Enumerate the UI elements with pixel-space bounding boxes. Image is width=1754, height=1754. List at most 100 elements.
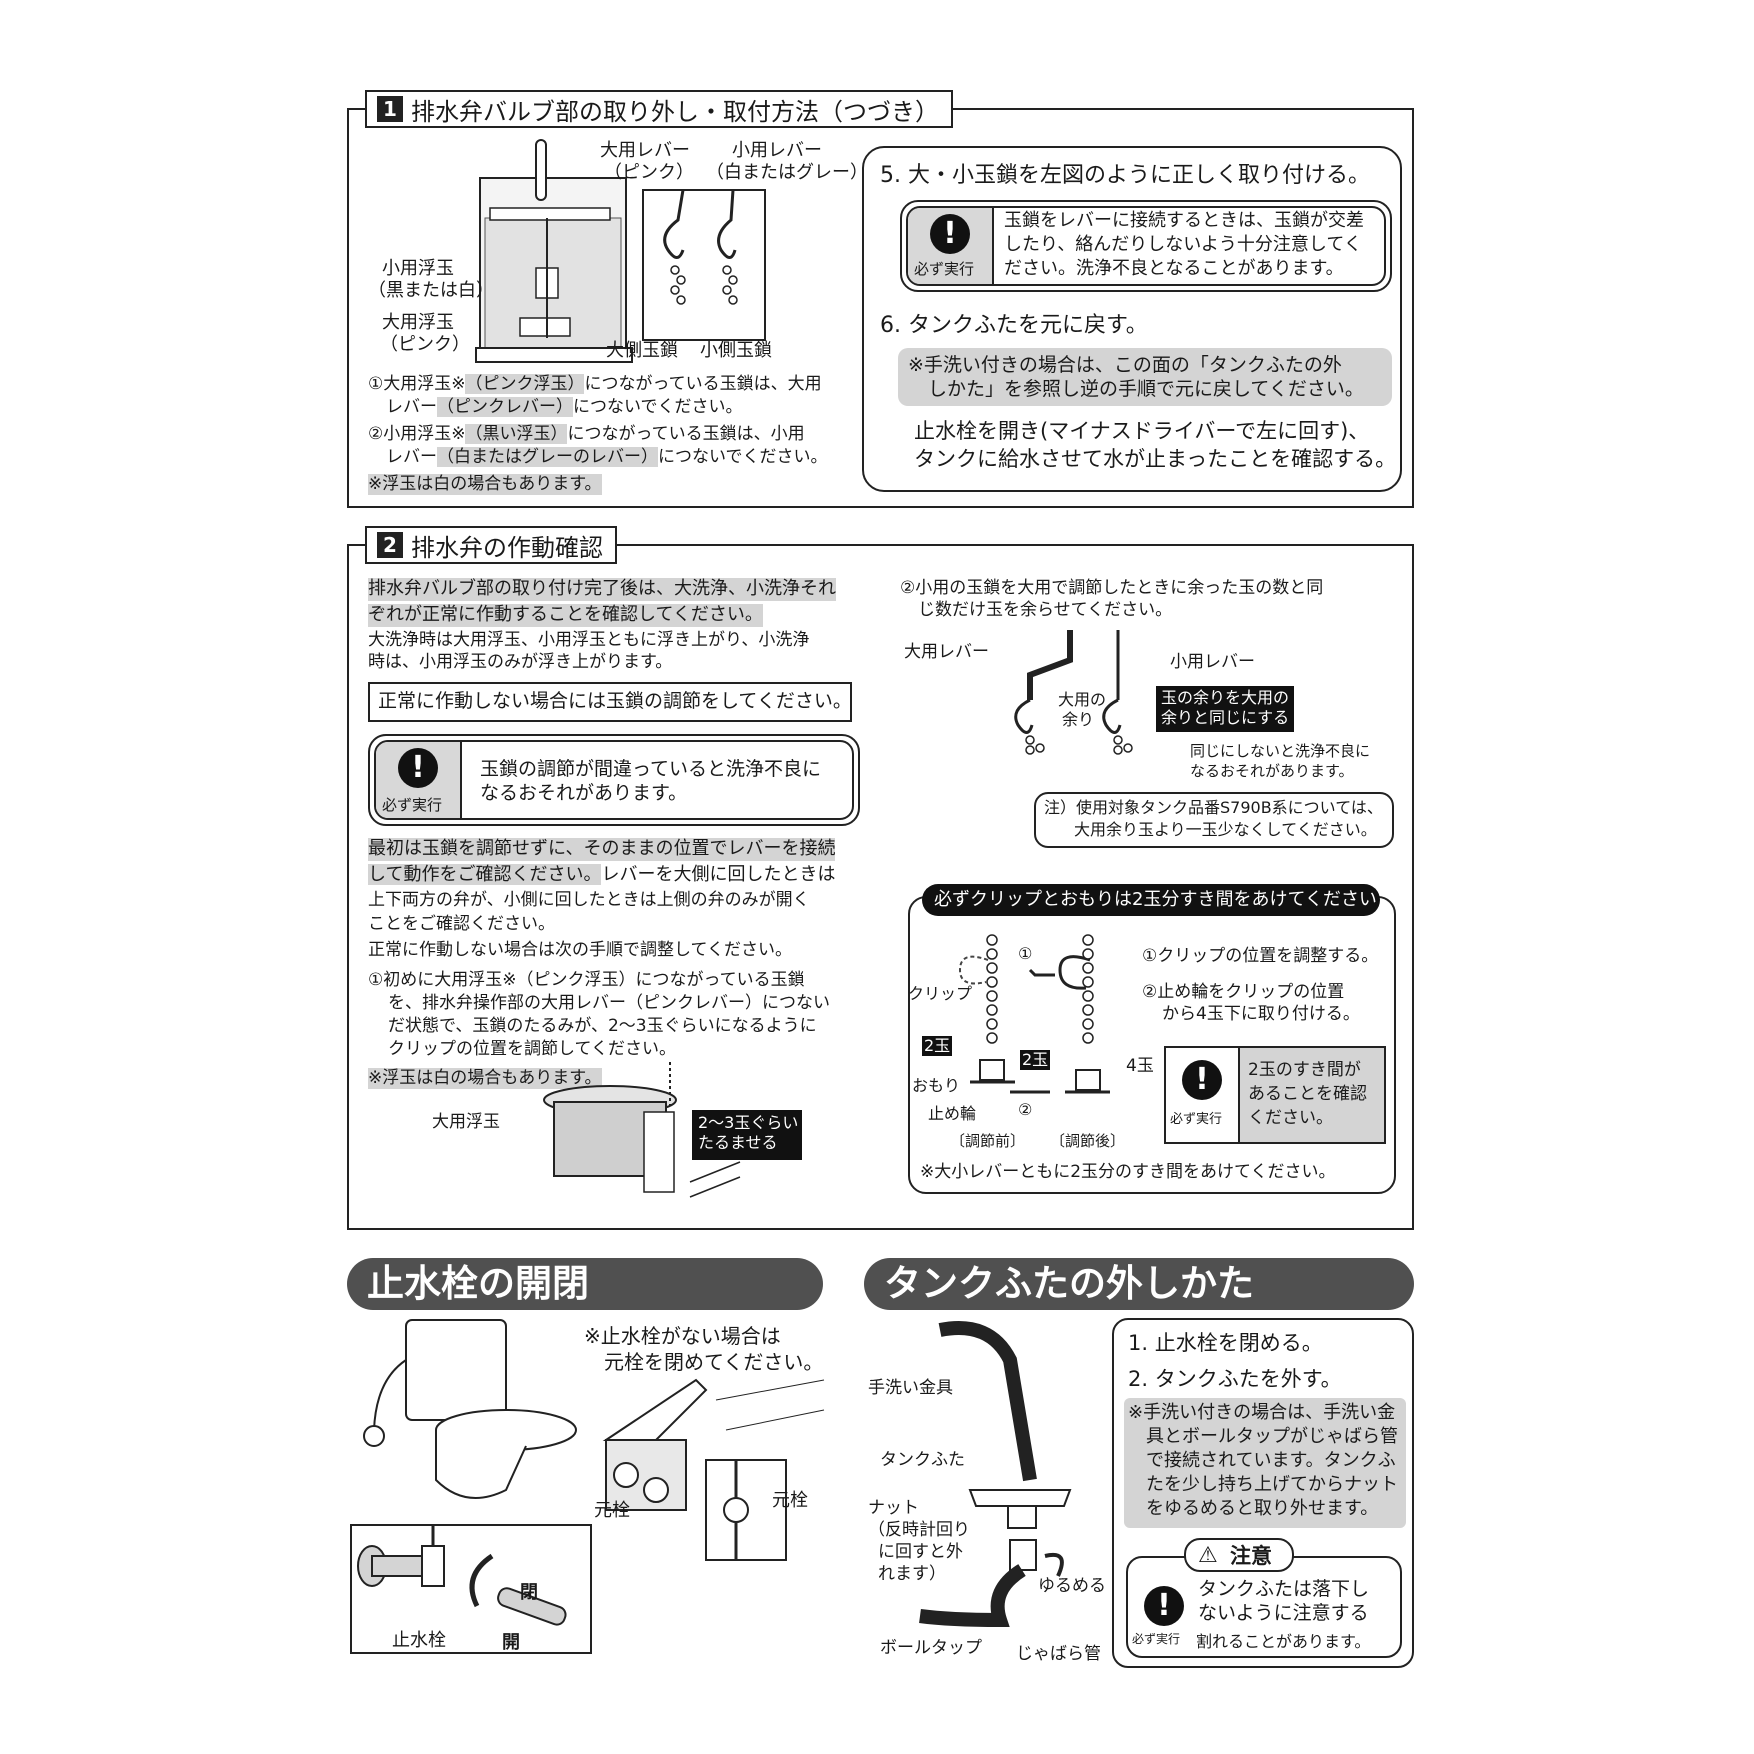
label-large-lever-color: （ピンク）: [604, 162, 694, 183]
section1-steps-box: [862, 146, 1402, 492]
float-label: 大用浮玉: [432, 1112, 500, 1132]
must-icon-panel: ! 必ず実行: [908, 208, 994, 284]
step1-l2: を、排水弁操作部の大用レバー（ピンクレバー）につない: [388, 993, 830, 1013]
valve-note-l2: 元栓を閉めてください。: [604, 1350, 824, 1374]
section2-must-box: [368, 734, 860, 826]
step2-l1: ②小用の玉鎖を大用で調節したときに余った玉の数と同: [900, 578, 1324, 598]
step6-final-l2: タンクに給水させて水が止まったことを確認する。: [914, 447, 1397, 471]
step2-l2: じ数だけ玉を余らせてください。: [918, 600, 1173, 620]
label-small-lever-color: （白またはグレー）: [706, 162, 868, 183]
section-heading: 排水弁バルブ部の取り外し・取付方法（つづき）: [411, 97, 939, 126]
intro-hl-l2: ぞれが正常に作動することを確認してください。: [368, 604, 763, 627]
clip-label: クリップ: [908, 984, 973, 1003]
must-label: 必ず実行: [1170, 1112, 1223, 1127]
label-large-float-color: （ピンク）: [380, 334, 470, 355]
step6-final-l1: 止水栓を開き(マイナスドライバーで左に回す)、: [914, 419, 1370, 443]
step1-l1: ①初めに大用浮玉※（ピンク浮玉）につながっている玉鎖: [368, 970, 805, 990]
lid-note-l3: で接続されています。タンクふ: [1146, 1450, 1396, 1471]
clip-must-l2: あることを確認: [1248, 1084, 1367, 1104]
step5-must-box: [900, 200, 1392, 292]
boxed-note-text: 正常に作動しない場合には玉鎖の調節をしてください。: [378, 690, 852, 712]
warning-triangle-icon: ⚠: [1198, 1543, 1218, 1568]
weight-label: おもり: [912, 1076, 961, 1095]
clip-must-l1: 2玉のすき間が: [1248, 1060, 1361, 1080]
step6: 6. タンクふたを元に戻す。: [880, 313, 1148, 338]
label-large-rest-l1: 大用の: [1058, 690, 1107, 709]
lid-caution-l2: ないように注意する: [1198, 1602, 1369, 1624]
label-open: 開: [502, 1632, 520, 1653]
clip-diagram: [958, 934, 1110, 1094]
caution-box: [1034, 792, 1394, 848]
label-nut-l4: れます）: [878, 1564, 946, 1584]
label-lid: タンクふた: [880, 1450, 965, 1470]
float-note: ※浮玉は白の場合もあります。: [368, 1068, 602, 1090]
valve-closeup-box: [350, 1524, 592, 1654]
chain-detail-diagram: [642, 189, 766, 341]
valve-closeup-diagram: [357, 1526, 567, 1626]
label-large-rest-l2: 余り: [1062, 710, 1095, 729]
section2-frame: [347, 544, 1414, 1230]
label-close: 閉: [520, 1582, 538, 1603]
two-beads-label-1: 2玉: [922, 1036, 953, 1056]
lid-note-l2: 具とボールタップがじゃばら管: [1146, 1426, 1398, 1447]
boxed-note: [368, 682, 852, 722]
lid-caution-l1: タンクふたは落下し: [1198, 1578, 1370, 1600]
step5-warning-l1: 玉鎖をレバーに接続するときは、玉鎖が交差: [1004, 210, 1364, 231]
exclamation-icon: !: [1182, 1060, 1222, 1100]
intro-l1: 大洗浄時は大用浮玉、小用浮玉ともに浮き上がり、小洗浄: [368, 630, 810, 650]
step1-l3: だ状態で、玉鎖のたるみが、2〜3玉ぐらいになるように: [388, 1016, 817, 1036]
lid-must-label: 必ず実行: [1132, 1632, 1181, 1646]
match-callout: 玉の余りを大用の 余りと同じにする: [1156, 686, 1294, 732]
two-beads-label-2: 2玉: [1020, 1050, 1051, 1070]
caution-l2: 大用余り玉より一玉少なくしてください。: [1074, 820, 1377, 839]
must-icon-panel: ! 必ず実行: [1166, 1048, 1240, 1142]
must-label: 必ず実行: [382, 796, 443, 814]
arrow2-label: ②: [1018, 1100, 1033, 1119]
arrow1-label: ①: [1018, 944, 1033, 963]
first-hl-l1: 最初は玉鎖を調節せずに、そのままの位置でレバーを接続: [368, 838, 836, 861]
exclamation-icon: !: [930, 214, 970, 254]
label-main-valve: 元栓: [594, 1500, 630, 1521]
label-nut-l1: ナット: [868, 1498, 919, 1518]
clip-must-box: ! 必ず実行 2玉のすき間が あることを確認 ください。: [1164, 1046, 1386, 1144]
label-nut-l2: （反時計回り: [868, 1520, 970, 1540]
clip-box: [908, 896, 1396, 1194]
label-small-lever: 小用レバー: [732, 140, 822, 161]
label-large-chain: 大側玉鎖: [606, 340, 678, 361]
step5-warning-l2: したり、絡んだりしないよう十分注意してく: [1004, 234, 1362, 255]
step5-warning-l3: ださい。洗浄不良となることがあります。: [1004, 258, 1344, 279]
diff-l1: 同じにしないと洗浄不良に: [1190, 742, 1371, 760]
clip-title: 必ずクリップとおもりは2玉分すき間をあけてください: [922, 884, 1380, 916]
label-main-valve2: 元栓: [772, 1490, 808, 1511]
lid-caution-title-box: ⚠ 注意: [1184, 1538, 1294, 1572]
faucet-diagram: [919, 1321, 1072, 1628]
step5-must-inner: ! 必ず実行: [906, 206, 1386, 286]
label-large-lever: 大用レバー: [600, 140, 690, 161]
float-diagram: [543, 1062, 741, 1198]
warning-l1: 玉鎖の調節が間違っていると洗浄不良に: [480, 758, 822, 780]
after-label: 〔調節後〕: [1050, 1132, 1126, 1150]
toilet-diagram: [363, 1319, 577, 1499]
section-number: 2: [377, 532, 403, 558]
label-loosen: ゆるめる: [1038, 1576, 1106, 1596]
note1-line1: ①大用浮玉※（ピンク浮玉）につながっている玉鎖は、大用: [368, 374, 822, 394]
label-nut-l3: に回すと外: [878, 1542, 963, 1562]
label-faucet: 手洗い金具: [868, 1378, 953, 1398]
note2-line2: レバー（白またはグレーのレバー）につないでください。: [386, 447, 828, 467]
valve-banner: 止水栓の開閉: [347, 1258, 823, 1310]
lid-banner: タンクふたの外しかた: [864, 1258, 1414, 1310]
main-valve-diagram: [602, 1378, 825, 1561]
note1-line2: レバー（ピンクレバー）につないでください。: [386, 397, 743, 417]
label-small-float: 小用浮玉: [382, 258, 454, 279]
must-label: 必ず実行: [914, 260, 975, 278]
lid-step2: 2. タンクふたを外す。: [1128, 1367, 1342, 1391]
exclamation-icon: !: [1144, 1586, 1184, 1626]
label-bellows: じゃばら管: [1016, 1644, 1101, 1664]
note2-line1: ②小用浮玉※（黒い浮玉）につながっている玉鎖は、小用: [368, 424, 805, 444]
clip-footer: ※大小レバーともに2玉分のすき間をあけてください。: [920, 1162, 1336, 1182]
label-stop-valve: 止水栓: [392, 1630, 446, 1651]
label-large-float: 大用浮玉: [382, 312, 454, 333]
lid-step1: 1. 止水栓を閉める。: [1128, 1331, 1323, 1355]
section2-title: 2 排水弁の作動確認: [365, 526, 617, 564]
step5: 5. 大・小玉鎖を左図のように正しく取り付ける。: [880, 163, 1370, 188]
